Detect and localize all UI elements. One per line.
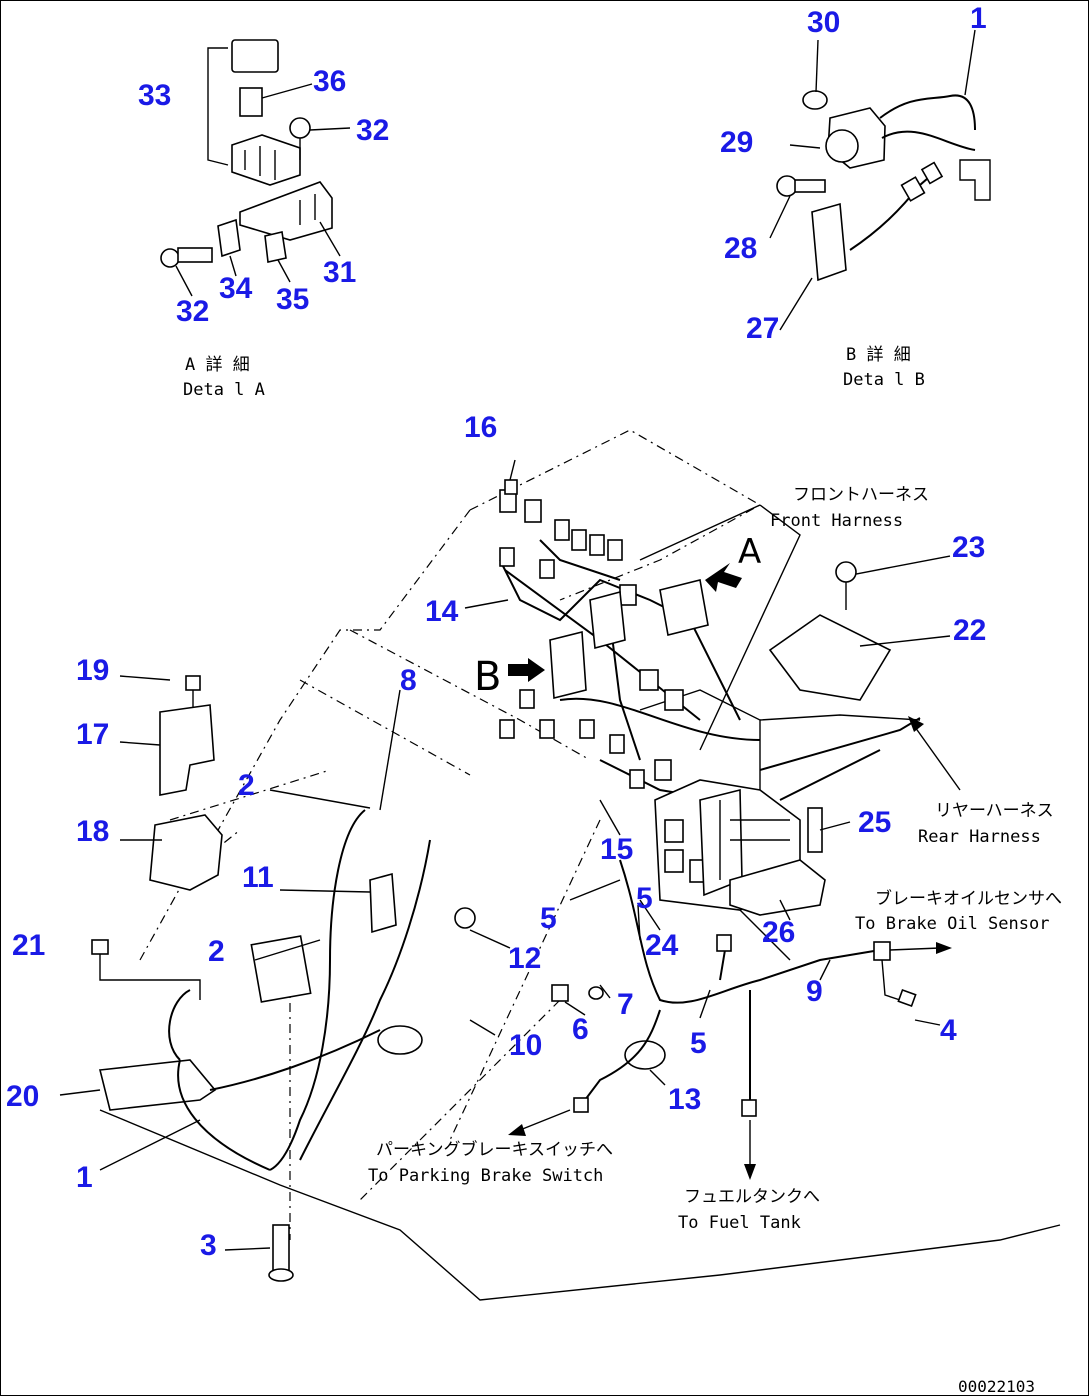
callout-numbers: 33 36 32 31 34 35 32 30 1 29 28 27 16 14… (6, 2, 987, 1262)
bolt-21 (91, 939, 109, 955)
callout-10: 10 (509, 1029, 542, 1062)
callout-35: 35 (276, 283, 309, 316)
sensor-connector (873, 941, 891, 961)
bolt-32-top (289, 117, 311, 139)
grommet-12 (454, 907, 476, 929)
fuse-panel (654, 779, 826, 916)
front-harness-label-jp: フロントハーネス (793, 485, 929, 505)
callout-5: 5 (540, 902, 557, 935)
washer-7 (588, 986, 604, 1000)
bracket-31 (239, 181, 333, 241)
view-arrow-a (705, 563, 742, 592)
callout-8: 8 (400, 664, 417, 697)
bolt-3 (272, 1224, 290, 1276)
detail-a-label-en: Deta l A (183, 380, 265, 400)
callout-5: 5 (690, 1027, 707, 1060)
brake-oil-sensor-label-jp: ブレーキオイルセンサへ (875, 888, 1062, 909)
fuse-part (239, 87, 263, 117)
callout-20: 20 (6, 1080, 39, 1113)
view-arrow-b (508, 658, 545, 682)
annotation-notes: A 詳 細 Deta l A B 詳 細 Deta l B フロントハーネス F… (183, 345, 1062, 1396)
callout-30: 30 (807, 6, 840, 39)
callout-5: 5 (636, 882, 653, 915)
bolt-32-shank (177, 247, 213, 263)
brake-oil-sensor-label-en: To Brake Oil Sensor (855, 914, 1049, 934)
callout-16: 16 (464, 411, 497, 444)
plate-17 (159, 704, 215, 796)
callout-11: 11 (242, 861, 274, 894)
callout-23: 23 (952, 531, 985, 564)
bolt-32-bottom (160, 248, 180, 268)
fuel-tank-label-en: To Fuel Tank (678, 1213, 801, 1233)
callout-29: 29 (720, 126, 753, 159)
callout-15: 15 (600, 833, 633, 866)
callout-9: 9 (806, 975, 823, 1008)
callout-25: 25 (858, 806, 891, 839)
callout-17: 17 (76, 718, 109, 751)
callout-2: 2 (238, 769, 255, 802)
bolt-23 (835, 561, 857, 583)
callout-2: 2 (208, 935, 225, 968)
main-assembly-drawing (59, 429, 1061, 1301)
callout-21: 21 (12, 929, 45, 962)
drawing-number: 00022103 (958, 1377, 1035, 1396)
callout-33: 33 (138, 79, 171, 112)
clamp-27 (811, 202, 847, 282)
callout-18: 18 (76, 815, 109, 848)
grommet-13 (624, 1040, 666, 1070)
view-a-letter: A (738, 532, 761, 572)
bolt-28 (776, 175, 798, 197)
view-b-letter: B (474, 654, 501, 700)
callout-1: 1 (76, 1161, 93, 1194)
callout-1: 1 (970, 2, 987, 35)
detail-b-label-jp: B 詳 細 (846, 345, 911, 365)
callout-19: 19 (76, 654, 109, 687)
detail-a-drawing (160, 39, 351, 297)
fuel-tank-label-jp: フュエルタンクへ (684, 1187, 820, 1207)
detail-b-drawing (769, 29, 991, 331)
bracket-18 (149, 814, 223, 891)
callout-13: 13 (668, 1083, 701, 1116)
relay-cover (231, 39, 279, 73)
detail-b-label-en: Deta l B (843, 370, 925, 390)
callout-27: 27 (746, 312, 779, 345)
rear-harness-label-jp: リヤーハーネス (935, 801, 1054, 821)
bolt-19 (185, 675, 201, 691)
rear-harness-label-en: Rear Harness (918, 827, 1041, 847)
relay-block (231, 134, 301, 186)
callout-28: 28 (724, 232, 757, 265)
bracket-22 (768, 614, 892, 701)
bolt-6 (551, 984, 569, 1002)
callout-24: 24 (645, 929, 679, 962)
plate-34 (217, 218, 241, 258)
part-11 (369, 872, 397, 934)
callout-6: 6 (572, 1013, 589, 1046)
callout-36: 36 (313, 65, 346, 98)
callout-14: 14 (425, 595, 459, 628)
callout-3: 3 (200, 1229, 217, 1262)
parking-brake-label-jp: パーキングブレーキスイッチへ (376, 1139, 613, 1160)
plate-20 (99, 1059, 217, 1111)
callout-22: 22 (953, 614, 986, 647)
callout-32: 32 (176, 295, 209, 328)
detail-a-label-jp: A 詳 細 (185, 355, 250, 375)
callout-12: 12 (508, 942, 541, 975)
parking-brake-label-en: To Parking Brake Switch (368, 1166, 603, 1186)
callout-7: 7 (617, 988, 634, 1021)
callout-31: 31 (323, 256, 356, 289)
callout-34: 34 (219, 272, 253, 305)
grommet-10 (377, 1025, 423, 1055)
callout-32: 32 (356, 114, 389, 147)
callout-4: 4 (940, 1014, 957, 1047)
connector-cluster (499, 479, 709, 789)
front-harness-label-en: Front Harness (770, 511, 903, 531)
plate-35 (264, 231, 287, 263)
bolt-30 (802, 90, 828, 110)
callout-26: 26 (762, 916, 795, 949)
